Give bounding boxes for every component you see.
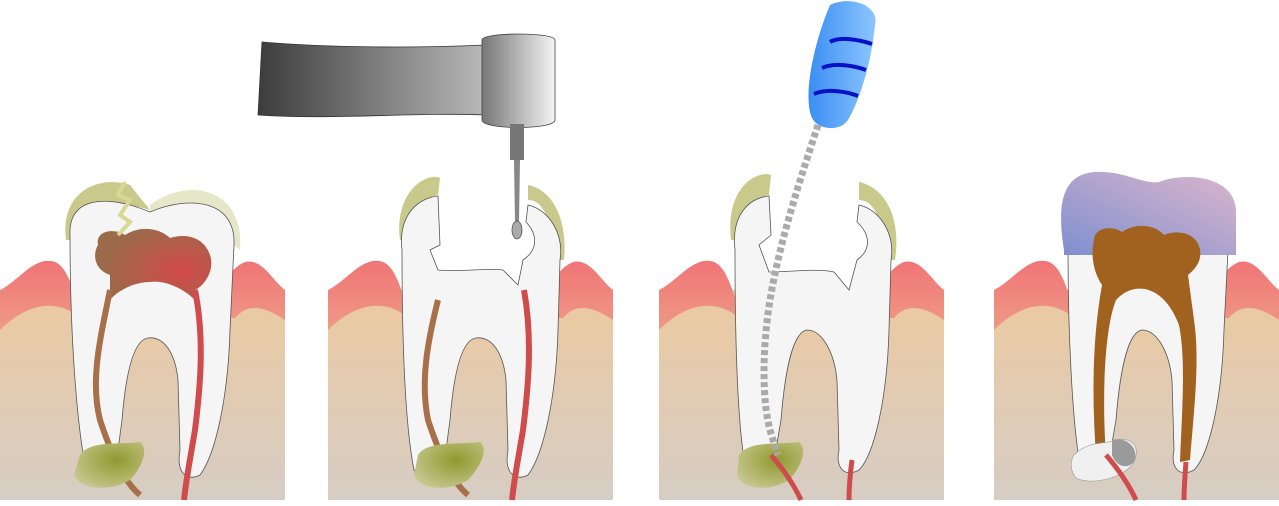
root-nerve-right (1181, 461, 1189, 501)
healed-area-shadow (1112, 439, 1136, 467)
root-canal-right (181, 289, 204, 501)
file-shaft (760, 123, 822, 457)
abscess (414, 442, 484, 488)
root-canal-right (509, 289, 532, 501)
drill-bit (514, 160, 520, 222)
drill-bit-tip (511, 220, 523, 240)
dental-drill (257, 33, 556, 240)
enamel-left (65, 182, 150, 240)
step-3-cleaning-canal (659, 174, 944, 502)
abscess (74, 442, 145, 488)
file-band (828, 36, 873, 46)
root-canal-left (769, 453, 804, 502)
root-canal-right (846, 459, 855, 501)
step-1-decayed-tooth (0, 181, 285, 501)
file-band (821, 62, 867, 72)
endodontic-file (760, 1, 876, 457)
root-nerve-left (1104, 453, 1139, 502)
step-4-filled-crowned (994, 171, 1279, 502)
drill-handle (257, 41, 486, 118)
drill-head (481, 33, 556, 128)
root-filling (1092, 225, 1201, 462)
enamel-left (399, 176, 440, 240)
drill-chuck (510, 124, 524, 160)
infected-pulp (95, 228, 212, 300)
file-band (813, 88, 859, 98)
step-2-drilling (328, 176, 613, 501)
enamel-left (730, 174, 771, 240)
crack (115, 181, 134, 237)
